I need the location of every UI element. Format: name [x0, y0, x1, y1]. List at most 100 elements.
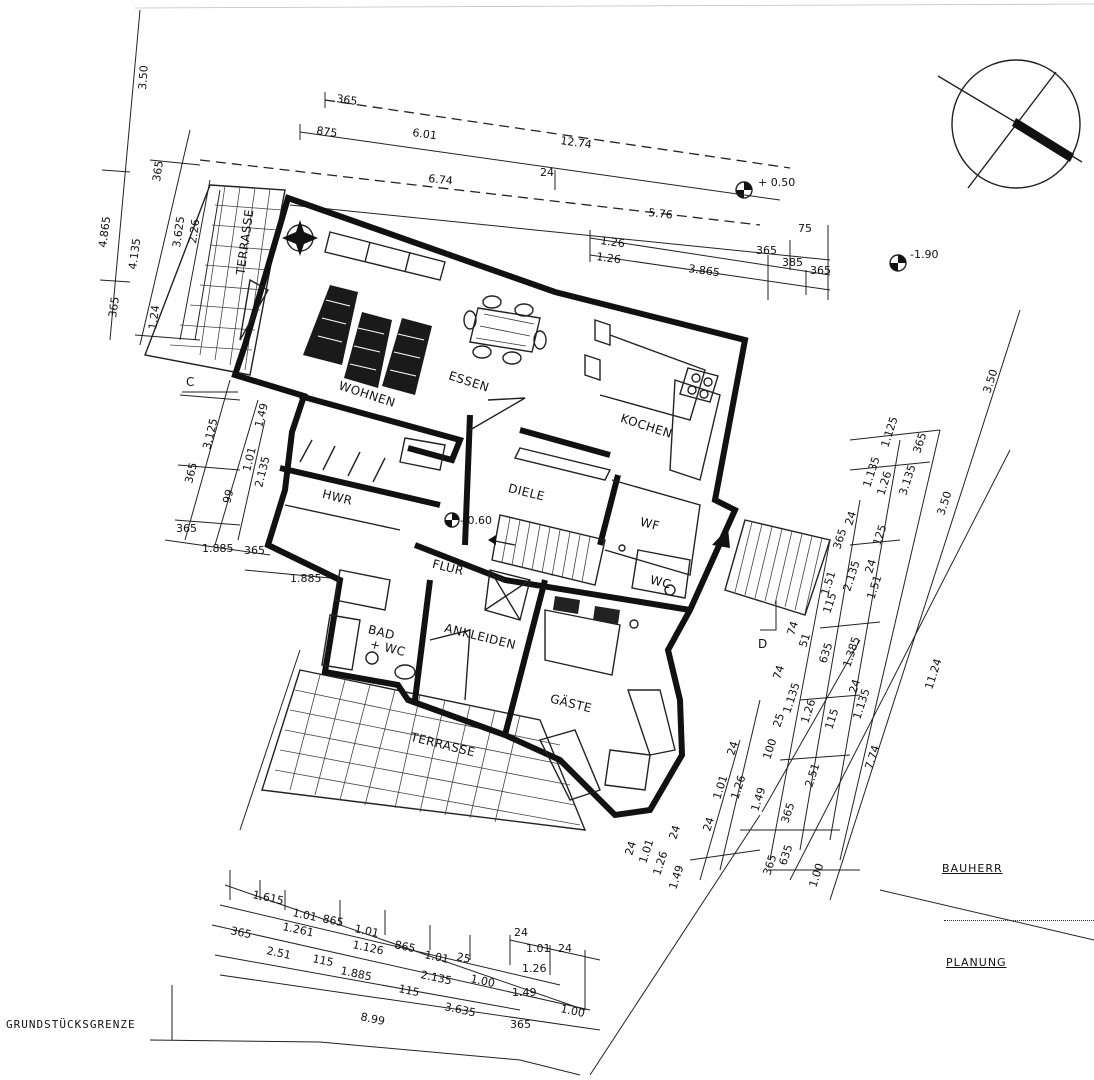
dimension-label: 1.135	[780, 681, 802, 715]
dimension-label: 1.01	[526, 942, 551, 955]
dimension-label: 1.01	[291, 906, 318, 924]
level-label: - 0.60	[460, 514, 492, 527]
dimension-label: 1.261	[281, 920, 315, 939]
dimension-label: 115	[397, 982, 420, 999]
dimension-label: 24	[724, 740, 741, 757]
dimension-label: 24	[700, 816, 717, 833]
dimension-label: 1.26	[798, 698, 818, 725]
dimension-label: 1.26	[650, 850, 670, 877]
dimension-label: 8.99	[359, 1010, 386, 1028]
dimension-label: 125	[870, 523, 889, 547]
level-marker-icon	[889, 254, 907, 272]
bauherr-signature-line	[944, 920, 1094, 921]
grundstuecksgrenze-label: GRUNDSTÜCKSGRENZE	[6, 1018, 136, 1031]
dimension-label: 2.26	[186, 218, 202, 244]
terrace-lower	[261, 669, 587, 831]
dimension-label: 1.615	[251, 888, 285, 907]
dimension-label: 1.00	[469, 972, 496, 990]
dimension-label: 1.49	[512, 986, 537, 999]
planung-label: PLANUNG	[946, 956, 1007, 969]
dimension-label: 365	[244, 544, 265, 557]
dimension-label: 115	[311, 952, 334, 969]
dimension-label: 51	[796, 632, 813, 649]
room-label-kochen: KOCHEN	[619, 411, 674, 441]
dimension-label: 365	[778, 801, 797, 825]
dimension-label: 1.885	[202, 542, 234, 555]
dimension-label: 2.135	[840, 559, 862, 593]
dimension-label: 4.135	[126, 237, 143, 270]
interior-stairs	[488, 514, 606, 586]
level-label: -1.90	[910, 248, 938, 261]
dimension-label: 365	[182, 461, 200, 485]
dimension-label: 1.00	[559, 1002, 586, 1020]
dimension-label: 6.74	[428, 172, 454, 187]
room-label-terrasse-upper: TERRASSE	[233, 208, 256, 276]
dimension-label: 365	[830, 527, 849, 551]
sofa-icon	[303, 285, 432, 395]
dimension-label: 1.49	[666, 864, 686, 891]
dimension-label: 5.76	[648, 206, 674, 221]
dimension-label: 1.885	[339, 964, 373, 983]
north-arrow-icon	[937, 59, 1083, 189]
exterior-stairs	[724, 519, 831, 616]
section-label-d: D	[758, 637, 768, 651]
dimension-label: 25	[770, 712, 787, 729]
dimension-label: 635	[776, 843, 795, 867]
dimension-label: 365	[510, 1018, 531, 1031]
dimension-label: 1.26	[600, 234, 626, 250]
dimension-label: 1.126	[351, 938, 385, 957]
section-label-c: C	[186, 375, 195, 389]
dimension-label: 2.135	[419, 968, 453, 987]
dimension-label: 6.01	[412, 126, 438, 142]
dimension-label: 1.01	[710, 774, 730, 801]
dimension-label: 12.74	[560, 134, 593, 151]
dimension-label: 4.865	[96, 215, 113, 248]
dimension-label: 1.51	[864, 574, 884, 601]
dimension-chain-top	[199, 92, 831, 300]
room-label-diele: DIELE	[507, 481, 546, 504]
dimension-label: 635	[816, 641, 835, 665]
dimension-label: 3.865	[688, 262, 721, 279]
dimension-label: 24	[846, 678, 863, 695]
dimension-label: 1.385	[840, 635, 862, 669]
dimension-label: 1.49	[748, 786, 768, 813]
dimension-label: 24	[842, 510, 859, 527]
dimension-label: 2.51	[265, 944, 292, 962]
dimension-label: 1.00	[806, 862, 826, 889]
bauherr-label: BAUHERR	[942, 862, 1003, 875]
dimension-label: 365	[229, 924, 252, 941]
entrance-arrow-icon	[712, 528, 730, 548]
dimension-label: 74	[784, 620, 801, 637]
dimension-label: 24	[540, 166, 554, 179]
dimension-label: 1.125	[878, 415, 900, 449]
plant-icon	[282, 220, 318, 256]
dimension-label: 75	[798, 222, 812, 235]
level-marker-icon	[444, 512, 460, 528]
dimension-label: 1.49	[252, 402, 271, 429]
dimension-label: 365	[336, 92, 359, 108]
property-boundary	[149, 639, 1094, 1076]
dimension-label: 99	[220, 488, 236, 505]
dimension-chain-left	[99, 9, 331, 579]
bed-icon	[553, 596, 639, 629]
dimension-label: 1.26	[522, 962, 547, 975]
dimension-label: 11.24	[922, 657, 944, 691]
dimension-label: 865	[321, 912, 344, 929]
room-label-essen: ESSEN	[447, 369, 491, 395]
dimension-label: 1.26	[728, 774, 748, 801]
dimension-label: 3.125	[200, 417, 220, 451]
dimension-label: 1.26	[596, 250, 622, 266]
dimension-chain-right	[689, 309, 1021, 901]
terrace-upper	[144, 184, 286, 376]
building-walls	[231, 194, 749, 819]
dimension-label: 365	[910, 431, 929, 455]
dimension-label: 865	[393, 938, 416, 955]
dimension-label: 115	[822, 707, 841, 731]
dimension-label: 385	[782, 256, 803, 269]
dimension-label: 7.74	[862, 744, 882, 771]
dimension-label: 74	[770, 664, 787, 681]
room-label-wf: WF	[639, 515, 662, 533]
room-label-gaeste: GÄSTE	[549, 691, 594, 716]
dimension-label: 1.24	[146, 304, 162, 330]
dimension-label: 24	[622, 840, 639, 857]
